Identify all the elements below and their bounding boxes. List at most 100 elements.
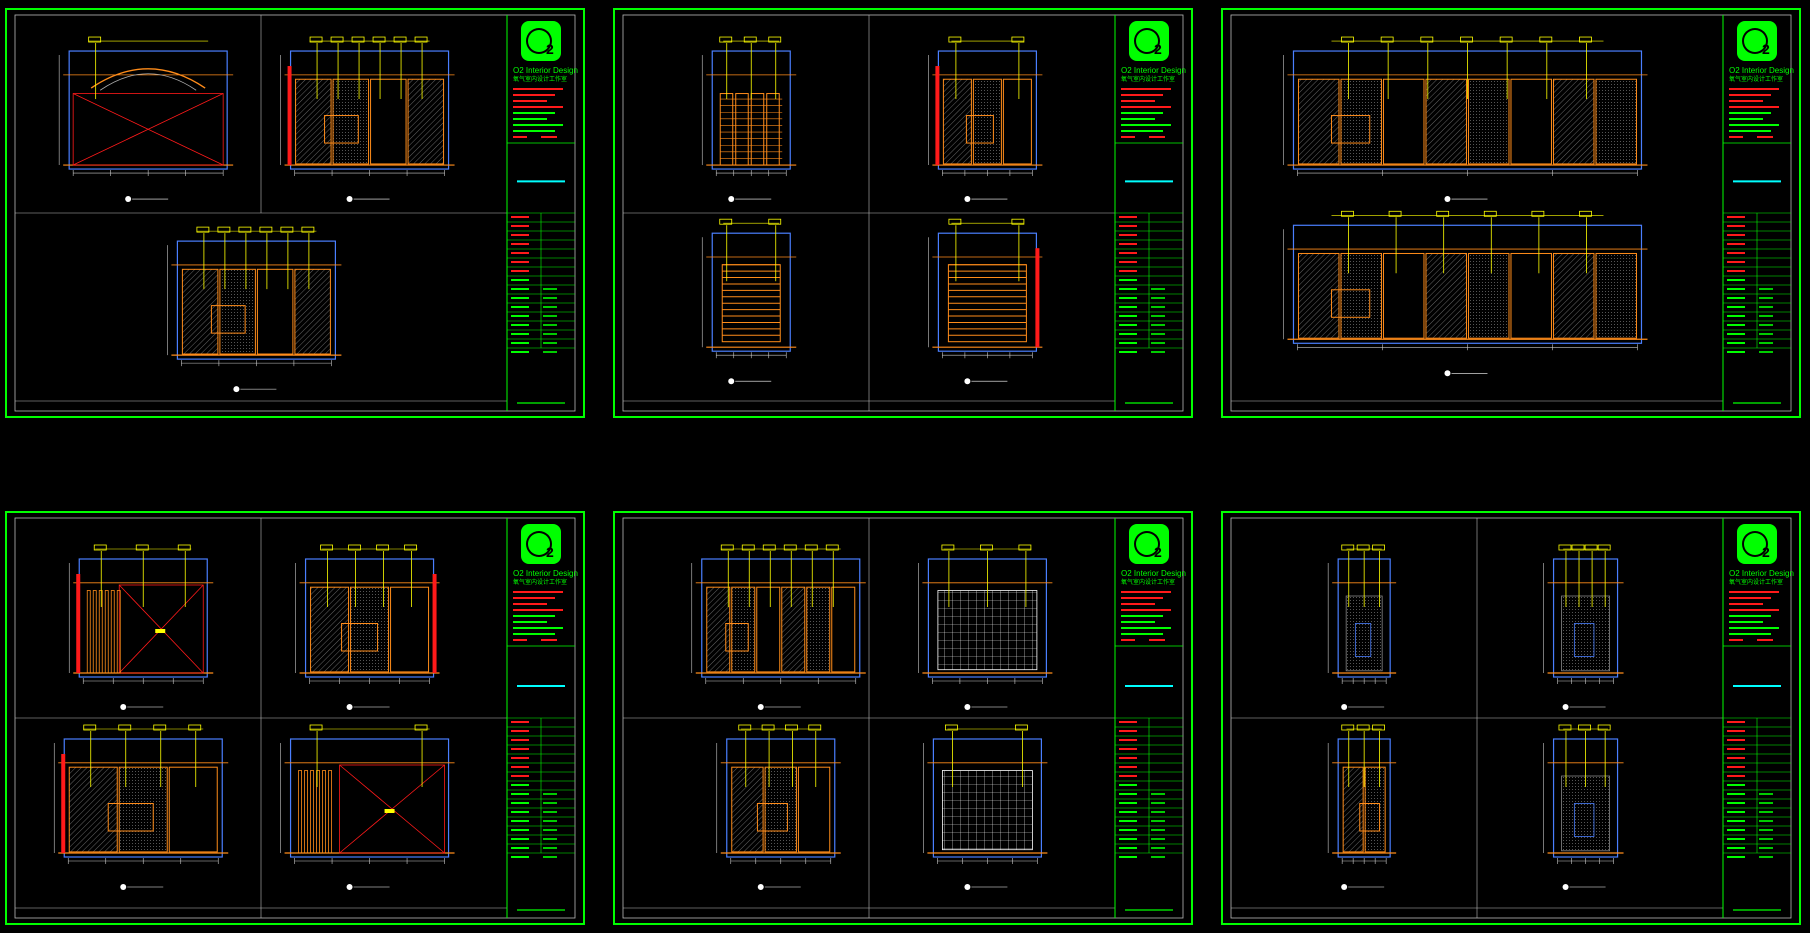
- cabinet-block: [1297, 252, 1340, 339]
- cabinet-block: [1002, 78, 1032, 165]
- leader-tag: [941, 544, 955, 551]
- leader-tag: [1499, 36, 1513, 43]
- inner-box: [1573, 803, 1595, 837]
- cabinet-column: [735, 93, 749, 166]
- leader-tag: [1388, 210, 1402, 217]
- section-marker-icon: [120, 704, 127, 710]
- cabinet-block: [831, 586, 856, 673]
- panel-slat: [116, 590, 121, 674]
- cabinet-block: [972, 78, 1002, 165]
- leader-tag: [1420, 36, 1434, 43]
- panel-slat: [104, 590, 109, 674]
- cabinet-block: [1467, 252, 1510, 339]
- section-marker-icon: [1562, 884, 1569, 890]
- section-marker-icon: [346, 704, 353, 710]
- cabinet-block: [1510, 252, 1552, 339]
- wall-outline: [68, 50, 228, 170]
- leader-tag: [280, 226, 294, 233]
- leader-tag: [738, 724, 752, 731]
- leader-tag: [741, 544, 755, 551]
- logo-digit: 2: [546, 41, 554, 57]
- section-marker-icon: [964, 196, 971, 203]
- leader-tag: [743, 36, 757, 43]
- inner-box: [1573, 623, 1595, 657]
- section-marker-icon: [757, 884, 764, 890]
- drawer-block: [965, 115, 994, 144]
- cabinet-block: [219, 268, 256, 355]
- cabinet-block: [310, 586, 350, 673]
- logo-core: [1744, 30, 1766, 52]
- leader-tag: [808, 724, 822, 731]
- cabinet-block: [1340, 252, 1382, 339]
- section-marker-icon: [1562, 704, 1569, 710]
- brand-name-cn: 氧气室内设计工作室: [513, 578, 567, 586]
- panel-slat: [86, 590, 91, 674]
- leader-tag: [1558, 724, 1572, 731]
- drawer-block: [210, 305, 246, 334]
- section-marker-icon: [728, 196, 735, 203]
- cabinet-block: [1342, 766, 1364, 853]
- cabinet-block: [1425, 78, 1467, 165]
- wall-outline: [711, 232, 791, 352]
- leader-tag: [404, 544, 417, 551]
- section-marker-icon: [125, 196, 132, 203]
- red-wall: [76, 574, 81, 673]
- shelf-frame: [947, 264, 1027, 343]
- leader-tag: [93, 544, 107, 551]
- cabinet-block: [764, 766, 797, 853]
- leader-tag: [188, 724, 202, 731]
- cabinet-block: [168, 766, 218, 853]
- logo-digit: 2: [546, 544, 554, 560]
- leader-tag: [783, 544, 797, 551]
- sheet-outer-frame: [5, 511, 585, 925]
- leader-tag: [1460, 36, 1473, 43]
- cabinet-block: [1467, 78, 1510, 165]
- wall-outline: [289, 738, 450, 858]
- leader-tag: [118, 724, 132, 731]
- section-marker-icon: [1341, 704, 1348, 710]
- leader-tag: [301, 226, 315, 233]
- panel-slat: [298, 770, 302, 854]
- cabinet-block: [68, 766, 118, 853]
- wall-outline: [701, 558, 861, 678]
- logo-core: [528, 533, 550, 555]
- panel-fill: [1561, 775, 1610, 852]
- wall-outline: [176, 240, 336, 360]
- panel-slat: [328, 770, 332, 854]
- cabinet-block: [181, 268, 219, 355]
- section-marker-icon: [1444, 196, 1451, 203]
- leader-tag: [1011, 36, 1025, 43]
- panel-fill: [1561, 595, 1610, 672]
- leader-tag: [309, 724, 323, 731]
- wall-outline: [1552, 558, 1619, 678]
- drawer-block: [341, 623, 379, 652]
- arch-inner: [99, 73, 197, 91]
- leader-tag: [948, 36, 962, 43]
- leader-tag: [761, 724, 775, 731]
- leader-tag: [348, 544, 361, 551]
- panel-slat: [316, 770, 320, 854]
- drawer-block: [1330, 289, 1371, 318]
- cabinet-column: [719, 93, 734, 166]
- panel-slat: [98, 590, 103, 674]
- drawer-block: [324, 115, 359, 144]
- brand-name-cn: 氧气室内设计工作室: [513, 75, 567, 83]
- leader-tag: [1578, 724, 1591, 731]
- leader-tag: [1018, 544, 1032, 551]
- leader-tag: [1015, 724, 1028, 731]
- leader-tag: [948, 218, 962, 225]
- leader-tag: [1380, 36, 1394, 43]
- cabinet-block: [350, 586, 390, 673]
- panel-slat: [110, 590, 115, 674]
- leader-tag: [414, 36, 428, 43]
- leader-tag: [1539, 36, 1553, 43]
- leader-tag: [414, 724, 428, 731]
- logo-core: [1136, 533, 1158, 555]
- cabinet-block: [1595, 252, 1637, 339]
- cabinet-block: [118, 766, 168, 853]
- leader-tag: [1372, 544, 1385, 551]
